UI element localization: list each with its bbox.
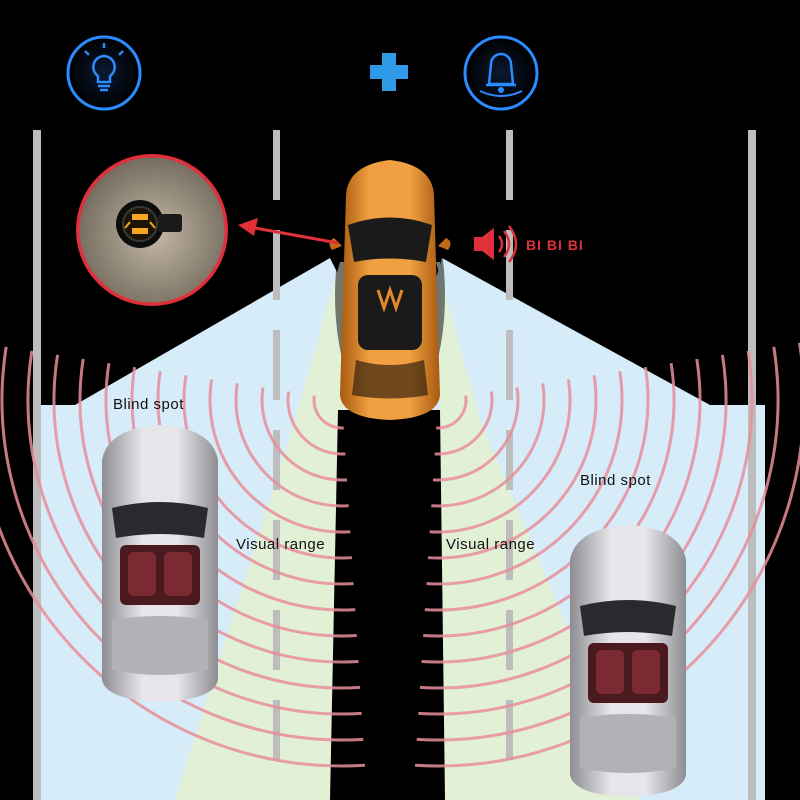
sensor-wave-left	[286, 391, 346, 456]
sensor-wave-left	[260, 387, 348, 482]
sensor-wave-left	[312, 395, 344, 430]
left-car	[102, 425, 218, 702]
main-car	[329, 160, 451, 425]
sensor-wave-left	[234, 383, 349, 508]
bell-icon	[463, 35, 539, 111]
sensor-wave-right	[436, 395, 468, 430]
sensor-wave-right	[431, 383, 546, 508]
blind-spot-label-left: Blind spot	[113, 396, 184, 413]
visual-zone-right	[436, 262, 640, 800]
blind-spot-label-right: Blind spot	[580, 472, 651, 489]
visual-range-label-right: Visual range	[446, 536, 536, 553]
lane-center	[330, 410, 445, 800]
sensor-wave-right	[426, 370, 624, 586]
indicator-button-inset	[76, 154, 228, 306]
plus-icon	[370, 53, 408, 91]
alert-arrow	[238, 218, 339, 245]
sensor-wave-right	[414, 342, 800, 768]
alert-sound-text: BI BI BI	[526, 237, 584, 253]
sensor-wave-left	[208, 379, 351, 534]
sensor-wave-right	[432, 387, 520, 482]
sensor-wave-right	[427, 375, 598, 560]
right-car	[570, 525, 686, 797]
sensor-wave-left	[182, 375, 353, 560]
sensor-wave-right	[416, 346, 780, 742]
sensor-wave-left	[0, 346, 364, 742]
visual-range-label-left: Visual range	[236, 536, 326, 553]
lane-lines	[33, 130, 756, 800]
lightbulb-icon	[66, 35, 142, 111]
speaker-icon	[474, 225, 518, 263]
sensor-wave-left	[0, 526, 366, 768]
sensor-wave-right	[429, 379, 572, 534]
sensor-wave-right	[434, 391, 494, 456]
